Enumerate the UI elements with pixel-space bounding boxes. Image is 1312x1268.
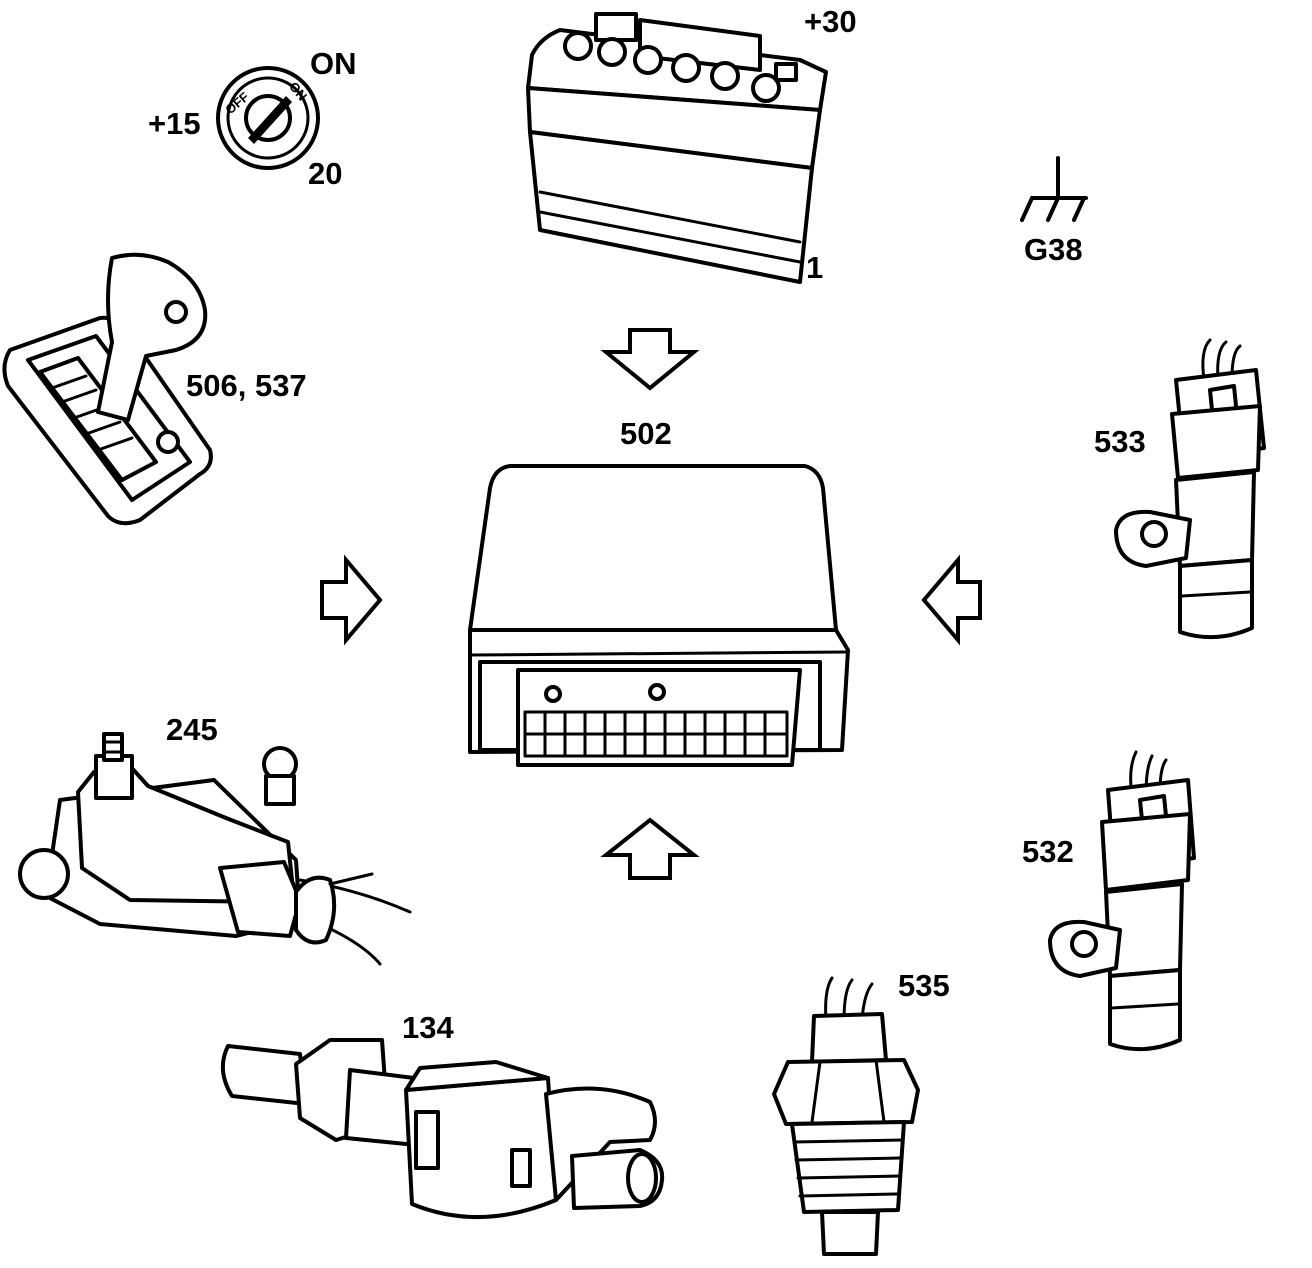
ignition-switch-20: OFF ON ON +15 20	[148, 46, 357, 191]
arrow-left-from-right	[921, 554, 982, 646]
label-506-537: 506, 537	[186, 368, 307, 403]
sensor-532: 532	[1022, 750, 1196, 1052]
label-plus15: +15	[148, 106, 201, 141]
connector-pins	[523, 710, 789, 758]
position-switch-245: 245	[18, 712, 412, 966]
label-245: 245	[166, 712, 218, 747]
label-1: 1	[806, 250, 823, 285]
label-ON: ON	[310, 46, 357, 81]
brake-switch-134: 134	[220, 1010, 665, 1220]
label-134: 134	[402, 1010, 454, 1045]
arrow-down-from-battery	[600, 328, 700, 391]
label-532: 532	[1022, 834, 1074, 869]
control-unit-502: 502	[468, 416, 850, 767]
label-502: 502	[620, 416, 672, 451]
temperature-sensor-535: 535	[772, 968, 950, 1256]
label-533: 533	[1094, 424, 1146, 459]
label-G38: G38	[1024, 232, 1083, 267]
label-plus30: +30	[804, 4, 857, 39]
arrow-right-from-left	[320, 554, 383, 646]
ground-G38: G38	[1020, 156, 1088, 267]
label-20: 20	[308, 156, 342, 191]
arrow-up-from-temp	[600, 817, 700, 880]
label-535: 535	[898, 968, 950, 1003]
sensor-533: 533	[1094, 338, 1266, 640]
battery-1: +30 1	[526, 4, 857, 285]
gear-selector-506-537: 506, 537	[2, 252, 307, 526]
